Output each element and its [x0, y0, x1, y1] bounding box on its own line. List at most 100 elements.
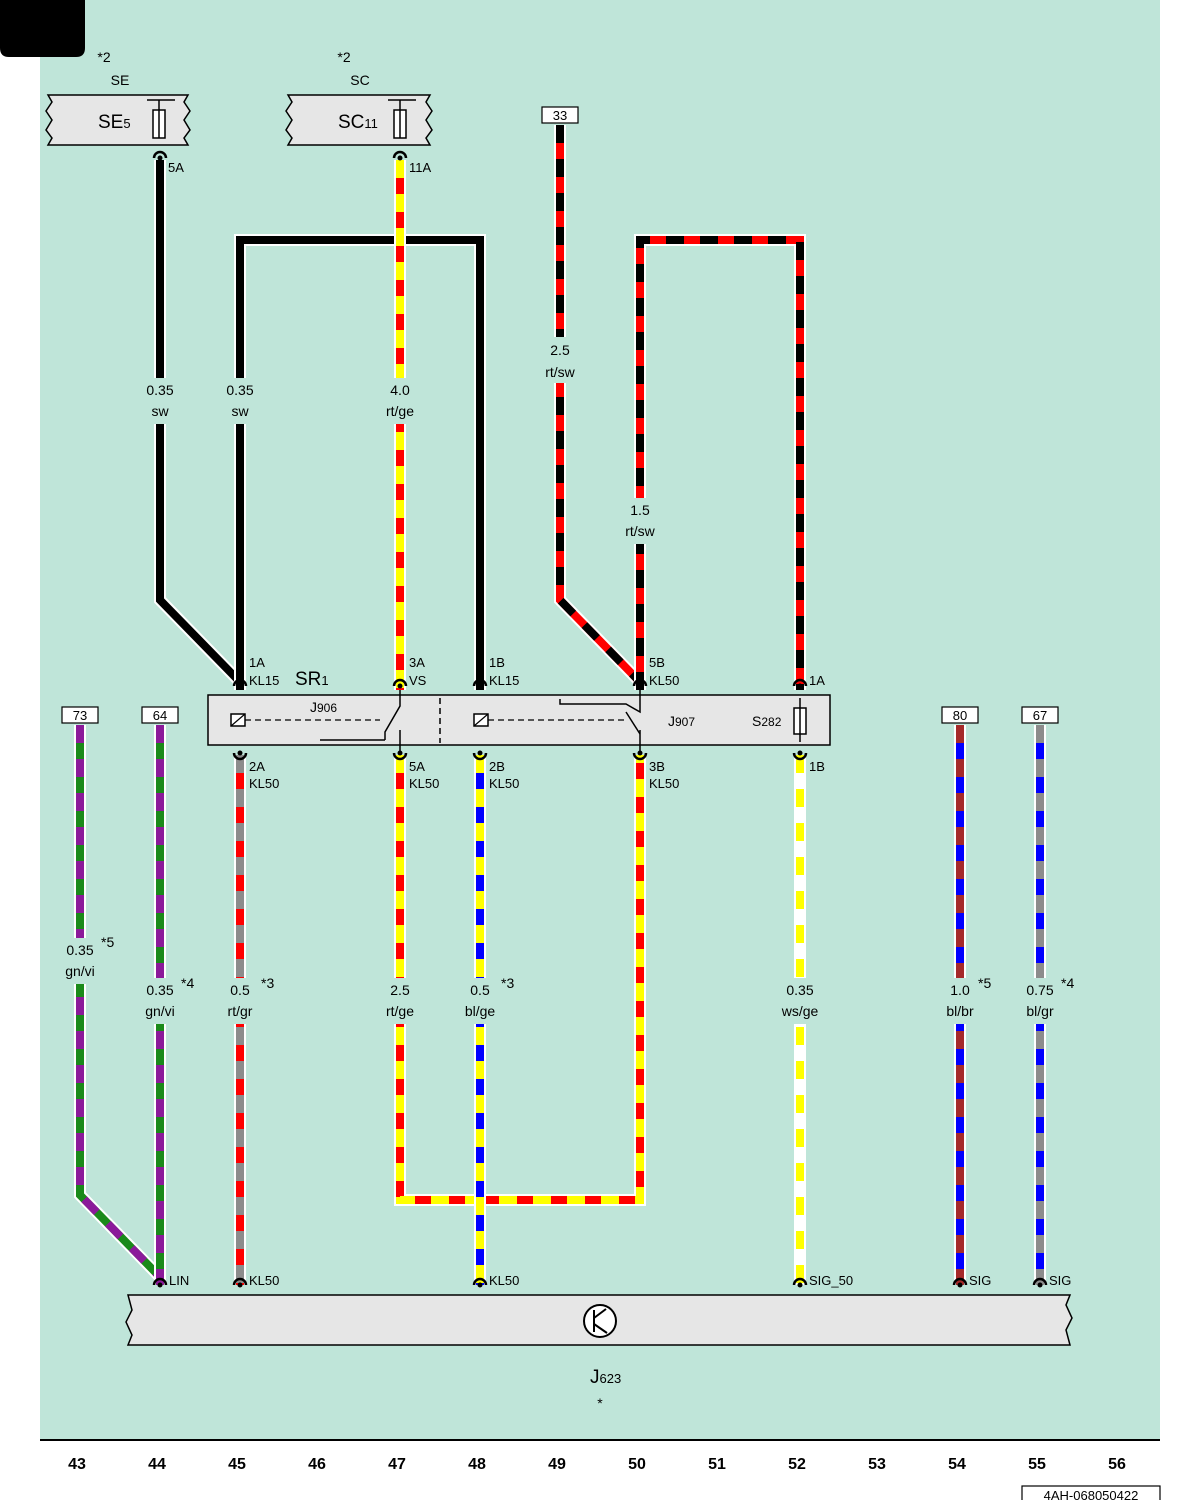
- fuse-box-se: *2 SE SE5 5A: [45, 49, 191, 175]
- ecu-pin-sig-a: SIG: [969, 1273, 991, 1288]
- ecu-pin-lin: LIN: [169, 1273, 189, 1288]
- ecu-pin-sig-b: SIG: [1049, 1273, 1071, 1288]
- reference-64: 64: [153, 708, 167, 723]
- connector-pin-icon: [472, 752, 488, 761]
- connector-1a-name: KL15: [249, 673, 279, 688]
- wire-labels: 0.35 sw 0.35 sw 4.0 rt/ge 2.5 rt/sw 1.5 …: [56, 337, 1074, 1024]
- relay-j907-label: J907: [668, 713, 695, 729]
- wire-2-size: 0.35: [226, 382, 253, 398]
- connector-pin-dot: [797, 683, 803, 689]
- reference-80: 80: [953, 708, 967, 723]
- connector-pin-icon: [152, 150, 168, 159]
- wire-sw-se5: [156, 160, 241, 683]
- column-number: 54: [948, 1456, 966, 1473]
- connector-3b-num: 3B: [649, 759, 665, 774]
- wire-8-note: *3: [261, 975, 274, 991]
- connector-1a-right-num: 1A: [809, 673, 825, 688]
- se-terminal: 5A: [168, 160, 184, 175]
- wire-13-note: *4: [1061, 975, 1074, 991]
- column-number: 50: [628, 1456, 646, 1473]
- connector-pin-icon: [232, 752, 248, 761]
- connector-pin-dot: [637, 683, 643, 689]
- wire-13-color: bl/gr: [1026, 1003, 1054, 1019]
- wire-11-size: 0.35: [786, 982, 813, 998]
- column-number: 46: [308, 1456, 326, 1473]
- wire-7-size: 0.35: [146, 982, 173, 998]
- column-number: 47: [388, 1456, 406, 1473]
- doc-id: 4AH-068050422: [1044, 1488, 1139, 1500]
- connector-pin-icon: [392, 150, 408, 159]
- connector-pin-dot: [637, 750, 643, 756]
- ecu-pin-kl50-a: KL50: [249, 1273, 279, 1288]
- ecu-pin-kl50-b: KL50: [489, 1273, 519, 1288]
- connector-pin-dot: [1037, 1282, 1043, 1288]
- connector-pin-icon: [232, 1277, 248, 1286]
- connector-pin-dot: [157, 155, 163, 161]
- connector-pin-icon: [792, 752, 808, 761]
- connector-1b-name: KL15: [489, 673, 519, 688]
- transistor-icon: [583, 1304, 617, 1338]
- relay-j906-label: J906: [310, 699, 337, 715]
- wire-4-color: rt/sw: [545, 364, 575, 380]
- wire-4-size: 2.5: [550, 342, 570, 358]
- sc-terminal: 11A: [409, 160, 431, 175]
- wire-8-size: 0.5: [230, 982, 250, 998]
- connector-1a-num: 1A: [249, 655, 265, 670]
- column-number: 51: [708, 1456, 726, 1473]
- column-number: 56: [1108, 1456, 1126, 1473]
- wire-rtsw-33: [556, 125, 641, 683]
- connector-2a-num: 2A: [249, 759, 265, 774]
- wire-12-color: bl/br: [946, 1003, 974, 1019]
- reference-73: 73: [73, 708, 87, 723]
- wire-3-color: rt/ge: [386, 403, 414, 419]
- page-corner-tab: [0, 0, 85, 57]
- wire-11-color: ws/ge: [781, 1003, 819, 1019]
- se-marker: *2: [97, 49, 110, 65]
- connector-pin-icon: [1032, 1277, 1048, 1286]
- connector-5a-num: 5A: [409, 759, 425, 774]
- connector-1b-right-num: 1B: [809, 759, 825, 774]
- wire-3-size: 4.0: [390, 382, 410, 398]
- wire-sw-loop: [236, 236, 484, 690]
- wire-6-size: 0.35: [66, 942, 93, 958]
- wire-12-size: 1.0: [950, 982, 970, 998]
- wire-13-size: 0.75: [1026, 982, 1053, 998]
- connector-pin-icon: [952, 1277, 968, 1286]
- reference-33: 33: [553, 108, 567, 123]
- column-number: 48: [468, 1456, 486, 1473]
- connector-pin-dot: [237, 683, 243, 689]
- connector-5a-name: KL50: [409, 776, 439, 791]
- column-numbers: 43 44 45 46 47 48 49 50 51 52 53 54 55 5…: [68, 1456, 1126, 1473]
- wire-7-color: gn/vi: [145, 1003, 175, 1019]
- connector-pin-dot: [477, 750, 483, 756]
- wire-1-size: 0.35: [146, 382, 173, 398]
- relay-box-title: SR1: [295, 669, 329, 690]
- wire-6-color: gn/vi: [65, 963, 95, 979]
- wire-2-color: sw: [231, 403, 249, 419]
- column-number: 43: [68, 1456, 86, 1473]
- wire-10-size: 0.5: [470, 982, 490, 998]
- connector-pin-icon: [472, 678, 488, 687]
- ecu-marker: *: [597, 1395, 603, 1411]
- connector-pin-icon: [232, 678, 248, 687]
- connector-3a-num: 3A: [409, 655, 425, 670]
- connector-labels: 1A KL15 3A VS 1B KL15 5B KL50 1A 2A KL50…: [249, 655, 825, 791]
- connector-3b-name: KL50: [649, 776, 679, 791]
- connector-pin-icon: [792, 678, 808, 687]
- fuse-s282-label: S282: [752, 713, 782, 729]
- wire-1-color: sw: [151, 403, 169, 419]
- connector-pin-dot: [477, 683, 483, 689]
- connector-pin-dot: [477, 1282, 483, 1288]
- wire-rtge-lower: [396, 755, 644, 1204]
- fuse-box-sc: *2 SC SC11 11A: [285, 49, 433, 175]
- wire-5-color: rt/sw: [625, 523, 655, 539]
- wire-5-size: 1.5: [630, 502, 650, 518]
- column-number: 53: [868, 1456, 886, 1473]
- relay-box-sr1: SR1 J906 J907 S282: [207, 669, 831, 755]
- connector-pin-dot: [237, 1282, 243, 1288]
- column-number: 44: [148, 1456, 166, 1473]
- connector-pin-dot: [397, 155, 403, 161]
- connector-pin-dot: [797, 1282, 803, 1288]
- ecu-pin-sig50: SIG_50: [809, 1273, 853, 1288]
- doc-id-box: [1021, 1485, 1161, 1500]
